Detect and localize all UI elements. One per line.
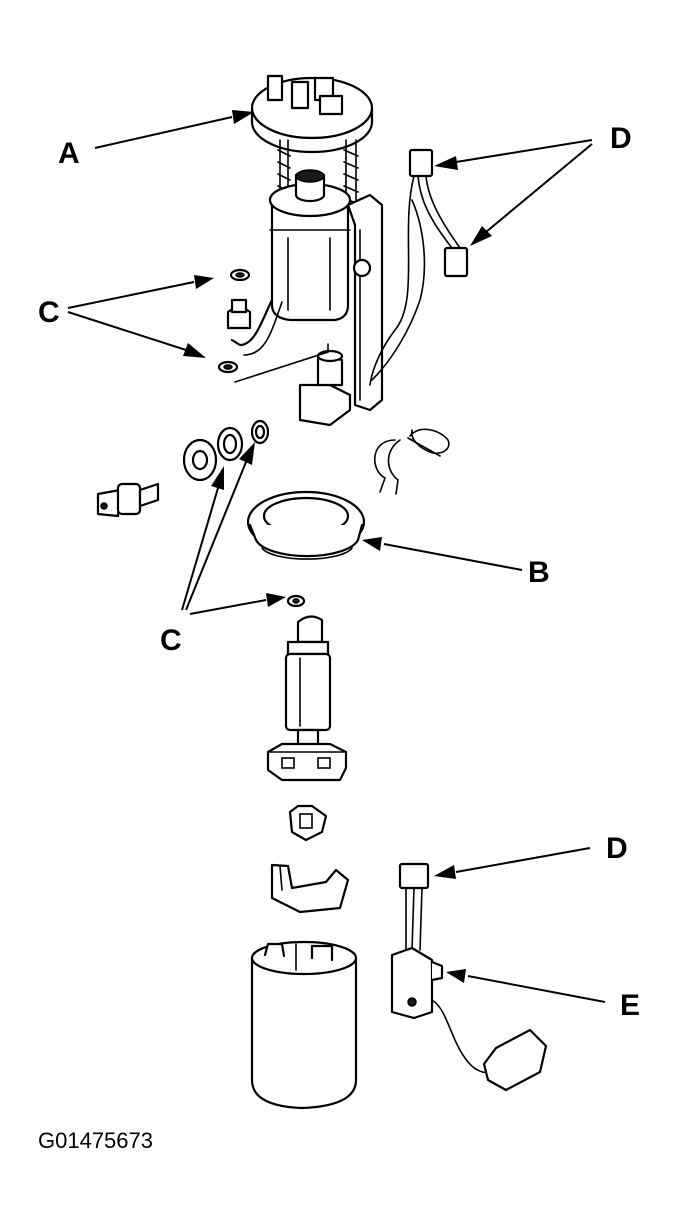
leader-b — [383, 543, 523, 571]
leader-c-lower-3 — [189, 599, 267, 615]
arrowhead-c-lower-2 — [239, 442, 255, 465]
leader-c-upper-1 — [67, 281, 195, 309]
leader-c-lower-2 — [185, 461, 247, 611]
callout-d-lower-label: D — [606, 832, 628, 865]
o-ring-c-lower — [286, 594, 306, 608]
leader-e — [467, 975, 606, 1003]
callout-c-upper-label: C — [38, 296, 60, 329]
leader-d-upper-2 — [485, 143, 593, 233]
arrowhead-c-upper-2 — [183, 343, 206, 358]
retainer-clips — [373, 428, 450, 495]
outlet-fitting — [96, 482, 160, 518]
arrowhead-c-lower-1 — [211, 466, 224, 490]
fuel-level-sender-e — [390, 946, 548, 1092]
arrowhead-e — [446, 969, 466, 983]
callout-a-label: A — [58, 137, 80, 170]
leader-d-lower — [455, 847, 591, 873]
pump-module-assembly — [226, 74, 426, 427]
arrowhead-b — [362, 537, 382, 551]
leader-d-upper-1 — [455, 139, 593, 163]
arrowhead-d-upper-2 — [470, 226, 492, 246]
callout-b-label: B — [528, 556, 550, 589]
callout-d-upper-label: D — [610, 122, 632, 155]
o-ring-c-middle — [216, 419, 270, 462]
arrowhead-c-upper-1 — [194, 275, 214, 289]
leader-c-upper-2 — [67, 311, 187, 351]
connector-d-upper — [369, 148, 469, 386]
callout-e-label: E — [620, 989, 640, 1022]
leader-lines — [67, 110, 606, 1003]
arrowhead-d-lower — [434, 865, 456, 879]
arrowhead-d-upper-1 — [434, 156, 458, 170]
connector-d-lower — [398, 862, 430, 951]
o-ring-c-upper — [217, 268, 329, 383]
fuel-pump — [266, 615, 348, 782]
pump-filter-cup — [270, 863, 350, 914]
arrowhead-a — [232, 110, 254, 124]
leader-c-lower-1 — [181, 487, 219, 611]
tank-gasket-b — [246, 490, 366, 560]
arrowhead-c-lower-3 — [266, 593, 286, 607]
pump-filter-bushing — [288, 804, 328, 842]
leader-a — [94, 116, 233, 149]
reservoir-cup — [250, 940, 358, 1110]
callout-c-lower-label: C — [160, 624, 182, 657]
seal-ring-large — [182, 438, 218, 482]
figure-id: G01475673 — [38, 1128, 153, 1153]
